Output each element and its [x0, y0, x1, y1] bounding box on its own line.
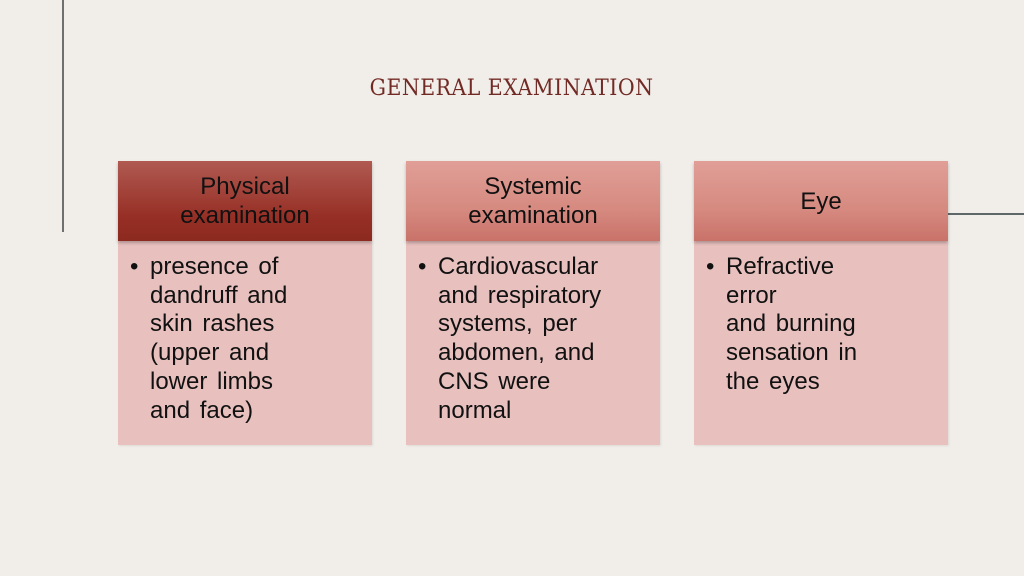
column-body: • Refractive error and burning sensation… [694, 241, 948, 445]
bullet-icon: • [130, 253, 139, 280]
bullet-icon: • [418, 253, 427, 280]
list-item: • Refractive error and burning sensation… [706, 253, 936, 397]
list-item-text: Cardiovascular and respiratory systems, … [438, 253, 602, 424]
column-header: Physical examination [118, 161, 372, 241]
list-item: • presence of dandruff and skin rashes (… [130, 253, 360, 425]
list-item: • Cardiovascular and respiratory systems… [418, 253, 648, 425]
column-header: Eye [694, 161, 948, 241]
column-body: • Cardiovascular and respiratory systems… [406, 241, 660, 445]
column-header-text: Eye [800, 187, 842, 215]
column-header-text: Systemic examination [468, 173, 598, 229]
slide-title: GENERAL EXAMINATION [0, 76, 1024, 101]
decorative-vertical-line [62, 0, 64, 232]
bullet-icon: • [706, 253, 715, 280]
column-eye: Eye • Refractive error and burning sensa… [694, 161, 948, 445]
column-physical-examination: Physical examination • presence of dandr… [118, 161, 372, 445]
column-header-text: Physical examination [180, 173, 310, 229]
list-item-text: presence of dandruff and skin rashes (up… [150, 253, 288, 424]
list-item-text: Refractive error and burning sensation i… [726, 253, 858, 395]
column-body: • presence of dandruff and skin rashes (… [118, 241, 372, 445]
column-header: Systemic examination [406, 161, 660, 241]
decorative-horizontal-line [948, 213, 1024, 215]
column-systemic-examination: Systemic examination • Cardiovascular an… [406, 161, 660, 445]
slide-title-text: GENERAL EXAMINATION [370, 76, 654, 101]
